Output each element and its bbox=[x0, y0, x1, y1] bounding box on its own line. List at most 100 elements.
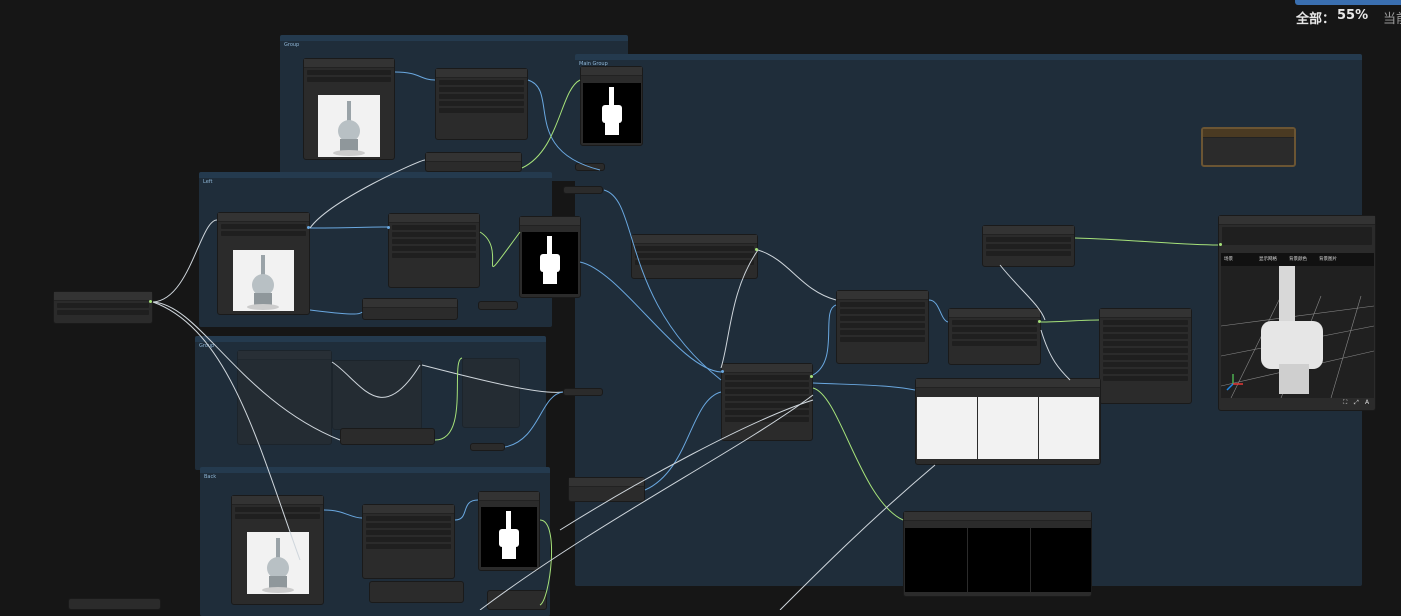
reroute-node-mid[interactable] bbox=[470, 443, 505, 451]
output-port[interactable] bbox=[1038, 320, 1041, 323]
node-widget[interactable] bbox=[1103, 348, 1188, 353]
node-widget[interactable] bbox=[725, 389, 809, 394]
process-node-top[interactable] bbox=[435, 68, 528, 140]
node-widget[interactable] bbox=[1103, 327, 1188, 332]
small-node-back[interactable] bbox=[369, 581, 464, 603]
node-widget[interactable] bbox=[1103, 341, 1188, 346]
node-widget[interactable] bbox=[392, 239, 476, 244]
mask-batch-preview-node[interactable] bbox=[903, 511, 1092, 597]
node-widget[interactable] bbox=[840, 330, 925, 335]
node-widget[interactable] bbox=[952, 341, 1037, 346]
node-widget[interactable] bbox=[57, 303, 149, 308]
node-widget[interactable] bbox=[439, 94, 524, 99]
load-image-node-top[interactable] bbox=[303, 58, 395, 160]
node-widget[interactable] bbox=[221, 231, 306, 236]
reroute-node-left[interactable] bbox=[478, 301, 518, 310]
node-widget[interactable] bbox=[366, 537, 451, 542]
node-widget[interactable] bbox=[725, 410, 809, 415]
node-widget[interactable] bbox=[366, 530, 451, 535]
node-widget[interactable] bbox=[439, 101, 524, 106]
node-widget[interactable] bbox=[725, 417, 809, 422]
node-widget[interactable] bbox=[986, 237, 1071, 242]
node-widget[interactable] bbox=[439, 87, 524, 92]
mid-node-small[interactable] bbox=[340, 428, 435, 445]
input-port[interactable] bbox=[721, 370, 724, 373]
process-node-back[interactable] bbox=[362, 504, 455, 579]
toolbar-bg-image[interactable]: 背景图片 bbox=[1319, 257, 1337, 262]
input-port[interactable] bbox=[387, 226, 390, 229]
node-widget[interactable] bbox=[635, 260, 754, 265]
combine-node[interactable] bbox=[721, 363, 813, 441]
node-widget[interactable] bbox=[986, 244, 1071, 249]
output-port[interactable] bbox=[149, 300, 152, 303]
node-widget[interactable] bbox=[439, 108, 524, 113]
expand-icon[interactable]: ⤢ bbox=[1354, 399, 1359, 406]
mid-small-node[interactable] bbox=[568, 477, 645, 502]
reroute-node-2[interactable] bbox=[563, 186, 603, 194]
node-widget[interactable] bbox=[1103, 334, 1188, 339]
node-widget[interactable] bbox=[725, 375, 809, 380]
image-batch-preview-node[interactable] bbox=[915, 378, 1101, 465]
node-widget[interactable] bbox=[635, 253, 754, 258]
node-widget[interactable] bbox=[1103, 376, 1188, 381]
node-widget[interactable] bbox=[307, 70, 391, 75]
node-widget[interactable] bbox=[1103, 320, 1188, 325]
sampler-node[interactable] bbox=[836, 290, 929, 364]
toolbar-scene[interactable]: 场景 bbox=[1224, 257, 1233, 262]
node-widget[interactable] bbox=[221, 224, 306, 229]
decode-node[interactable] bbox=[948, 308, 1041, 365]
node-widget[interactable] bbox=[366, 516, 451, 521]
node-widget[interactable] bbox=[952, 320, 1037, 325]
process-node-main-a[interactable] bbox=[631, 234, 758, 279]
output-port[interactable] bbox=[810, 375, 813, 378]
output-port[interactable] bbox=[755, 248, 758, 251]
mid-node-b[interactable] bbox=[332, 360, 422, 430]
node-widget[interactable] bbox=[392, 253, 476, 258]
process-node-left[interactable] bbox=[388, 213, 480, 288]
toolbar-bg-color[interactable]: 背景颜色 bbox=[1289, 257, 1307, 262]
node-widget[interactable] bbox=[439, 80, 524, 85]
node-widget[interactable] bbox=[366, 523, 451, 528]
mask-preview-node-top[interactable] bbox=[580, 66, 643, 146]
text-icon[interactable]: A bbox=[1365, 399, 1370, 406]
node-widget[interactable] bbox=[235, 514, 320, 519]
node-widget[interactable] bbox=[1103, 362, 1188, 367]
note-node[interactable] bbox=[1201, 127, 1296, 167]
node-widget[interactable] bbox=[1222, 227, 1372, 245]
node-widget[interactable] bbox=[725, 403, 809, 408]
small-node-left[interactable] bbox=[362, 298, 458, 320]
node-widget[interactable] bbox=[840, 316, 925, 321]
3d-viewport[interactable] bbox=[1221, 266, 1374, 398]
node-widget[interactable] bbox=[392, 232, 476, 237]
output-node[interactable] bbox=[1099, 308, 1192, 404]
node-widget[interactable] bbox=[840, 323, 925, 328]
3d-viewer-node[interactable]: 场景 显示网格 背景颜色 背景图片 ⛶ ⤢ A bbox=[1218, 215, 1376, 411]
node-widget[interactable] bbox=[840, 337, 925, 342]
fullscreen-icon[interactable]: ⛶ bbox=[1343, 399, 1348, 406]
toolbar-show-grid[interactable]: 显示网格 bbox=[1259, 257, 1277, 262]
small-node-top[interactable] bbox=[425, 152, 522, 172]
node-widget[interactable] bbox=[840, 302, 925, 307]
mask-preview-node-back[interactable] bbox=[478, 491, 540, 571]
mid-node-c[interactable] bbox=[462, 358, 520, 428]
output-port[interactable] bbox=[307, 226, 310, 229]
node-widget[interactable] bbox=[392, 225, 476, 230]
node-widget[interactable] bbox=[952, 327, 1037, 332]
node-widget[interactable] bbox=[840, 309, 925, 314]
node-widget[interactable] bbox=[725, 382, 809, 387]
input-node-left[interactable] bbox=[53, 291, 153, 324]
node-widget[interactable] bbox=[725, 396, 809, 401]
mask-preview-node-left[interactable] bbox=[519, 216, 581, 298]
node-widget[interactable] bbox=[1103, 369, 1188, 374]
settings-node[interactable] bbox=[982, 225, 1075, 267]
node-widget[interactable] bbox=[986, 251, 1071, 256]
load-image-node-left[interactable] bbox=[217, 212, 310, 315]
node-widget[interactable] bbox=[307, 77, 391, 82]
node-widget[interactable] bbox=[57, 310, 149, 315]
input-port[interactable] bbox=[1219, 243, 1222, 246]
reroute-node-mid-2[interactable] bbox=[563, 388, 603, 396]
node-widget[interactable] bbox=[392, 246, 476, 251]
node-widget[interactable] bbox=[952, 334, 1037, 339]
bottom-left-node[interactable] bbox=[68, 598, 161, 610]
